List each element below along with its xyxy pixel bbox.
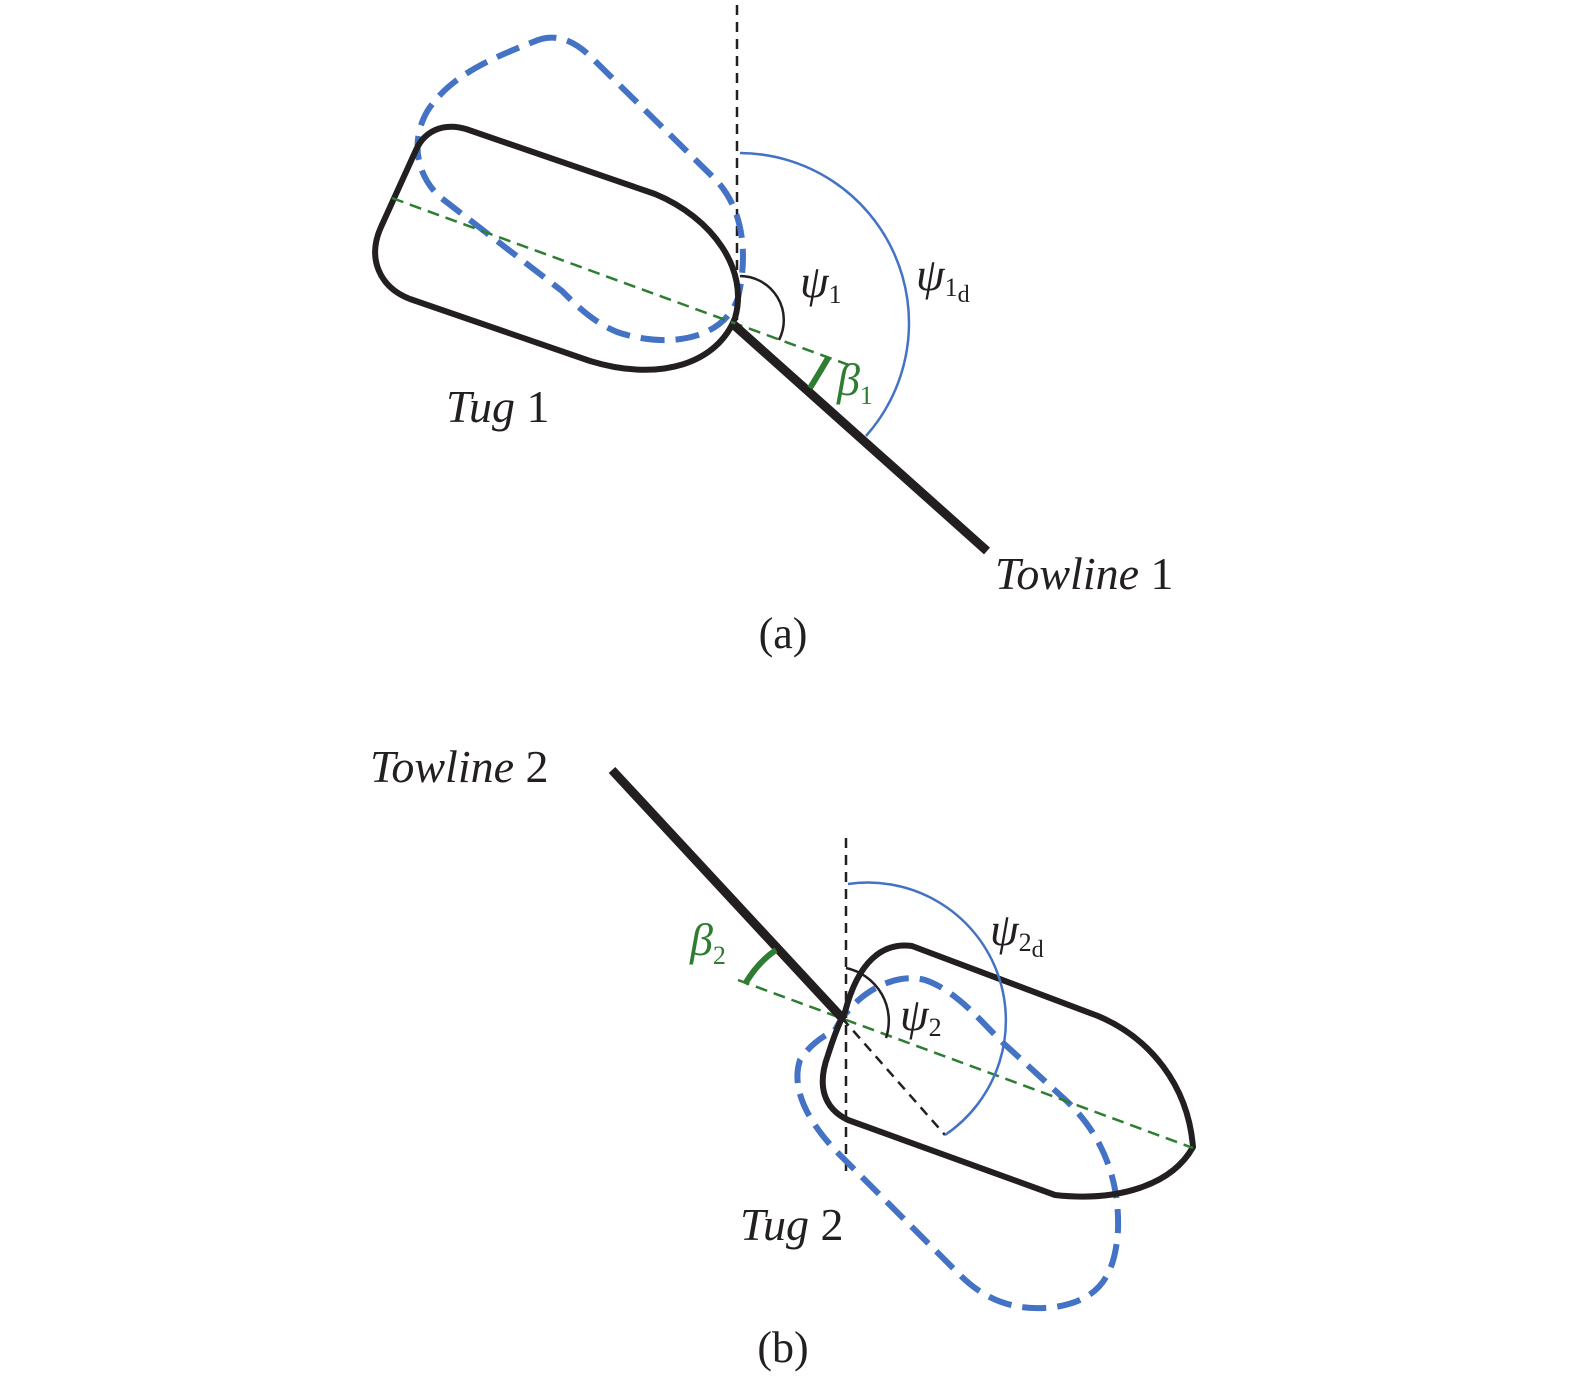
psi-label: ψ1 <box>800 256 842 309</box>
panel-a-caption: (a) <box>759 609 808 658</box>
panel-b-caption: (b) <box>757 1323 808 1372</box>
beta-arc <box>807 356 831 390</box>
tug-label: Tug 2 <box>740 1199 844 1250</box>
beta-arc <box>742 947 778 986</box>
tug-hull <box>819 942 1196 1200</box>
towline-extension <box>841 1017 946 1136</box>
beta-label: β1 <box>836 354 873 410</box>
beta-label: β2 <box>689 914 726 970</box>
psi-arc <box>845 966 891 1039</box>
psi-desired-label: ψ2d <box>990 904 1044 963</box>
psi-desired-label: ψ1d <box>916 249 970 308</box>
tug-centerline <box>391 196 858 370</box>
towline-label: Towline 1 <box>995 548 1174 599</box>
panel-b: ψ2 ψ2d β2 Towline 2 Tug 2 (b) <box>370 741 1196 1372</box>
towline <box>608 766 848 1024</box>
psi-label: ψ2 <box>900 989 942 1042</box>
tug-hull <box>372 123 742 373</box>
towline-label: Towline 2 <box>370 741 549 792</box>
psi-desired-arc <box>739 151 911 437</box>
towline <box>731 321 990 555</box>
tug-label: Tug 1 <box>446 381 550 432</box>
psi-arc <box>739 274 786 341</box>
psi-desired-arc <box>847 881 1008 1137</box>
desired-tug-outline <box>794 975 1122 1312</box>
tug-centerline <box>737 978 1194 1150</box>
panel-a: ψ1 ψ1d β1 Tug 1 Towline 1 (a) <box>372 5 1174 658</box>
desired-tug-outline <box>414 34 746 344</box>
